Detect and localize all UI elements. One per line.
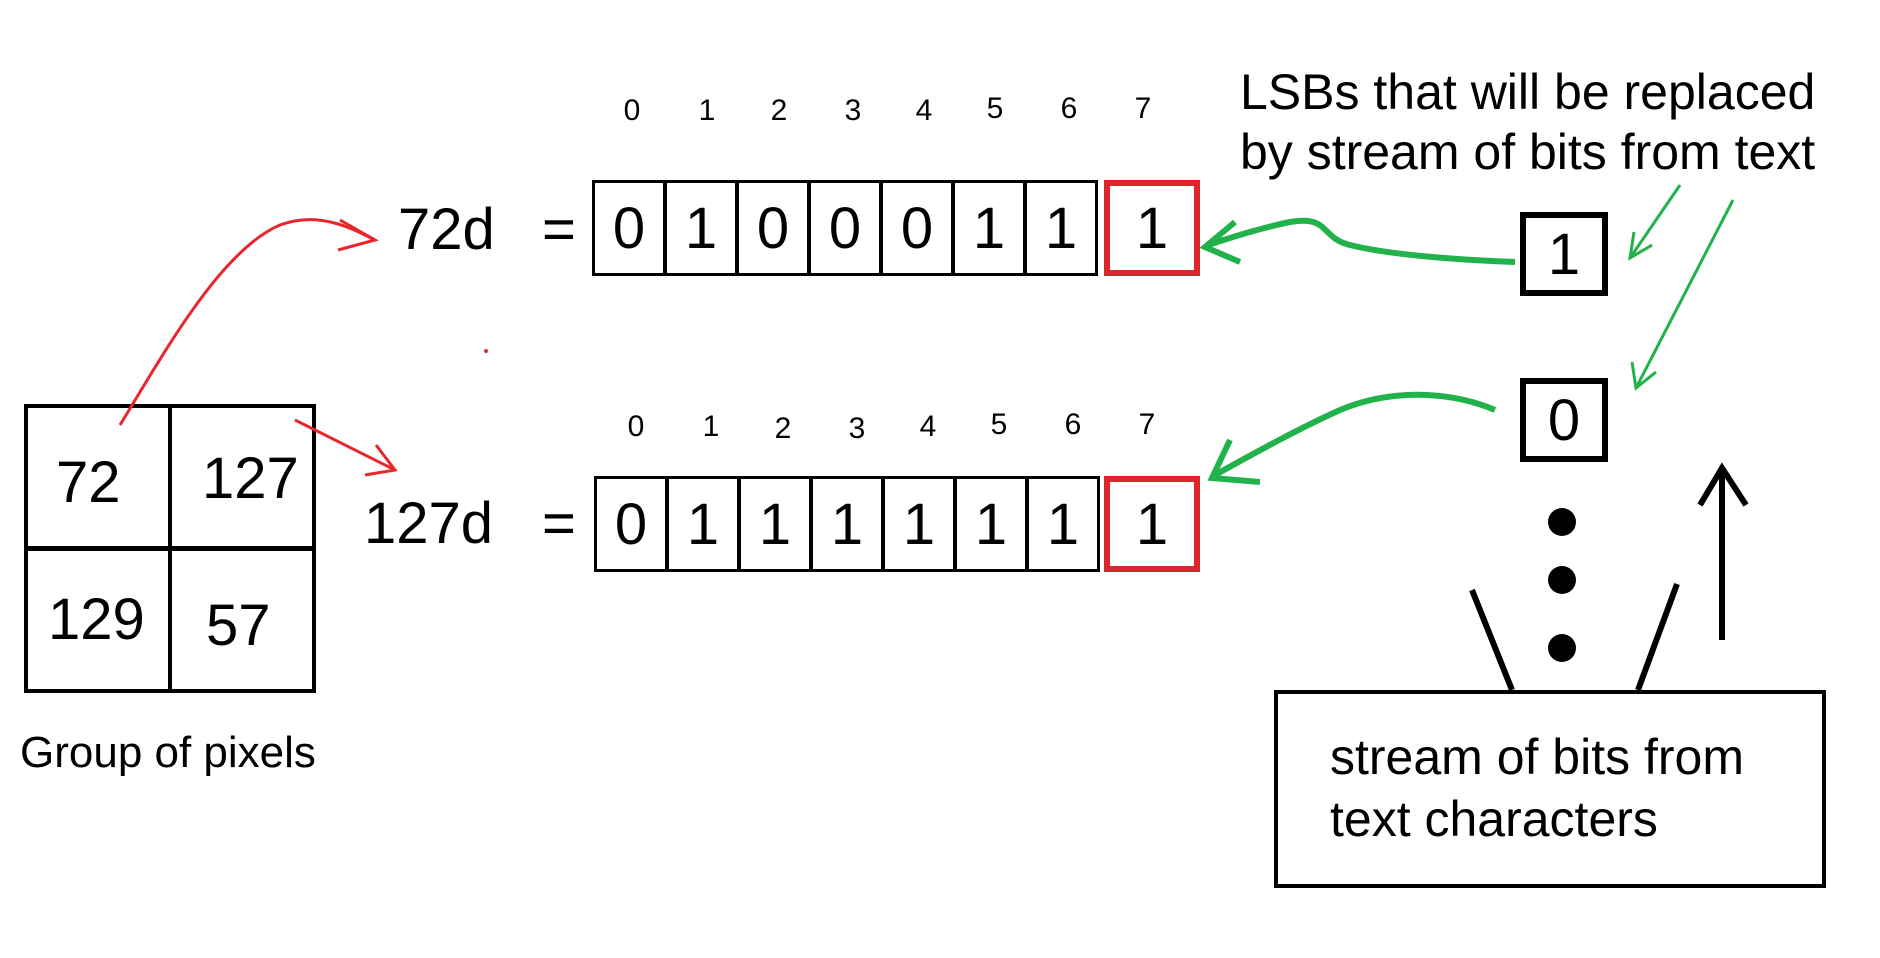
bit-index: 5 [986, 92, 1004, 125]
bit-index: 3 [844, 94, 862, 127]
pixel-value: 57 [206, 593, 271, 658]
stream-source-box: stream of bits from text characters [1274, 690, 1826, 888]
row-label-127d: 127d [364, 491, 494, 556]
bit0-to-lsb-arrow [1213, 391, 1497, 478]
bit-index: 3 [848, 412, 866, 445]
note-to-bit1-arrow [1628, 184, 1682, 259]
bit-cell: 0 [736, 180, 810, 276]
row-label-72d: 72d [398, 197, 495, 262]
bit1-to-lsb-arrow [1207, 217, 1516, 265]
bit-index: 5 [990, 408, 1008, 441]
bit-index: 4 [919, 410, 937, 443]
pixel-to-row1-arrow [118, 218, 376, 426]
lsb-bit-cell: 1 [1104, 476, 1200, 572]
bit-index: 2 [770, 94, 788, 127]
arrowhead [1697, 462, 1749, 507]
bit-index: 1 [702, 410, 720, 443]
equals-sign: = [542, 491, 576, 556]
bit-index: 0 [623, 94, 641, 127]
ellipsis-dot [1548, 566, 1576, 594]
pixel-value: 127 [202, 446, 299, 511]
bit-index: 6 [1060, 92, 1078, 125]
lsb-note-line: LSBs that will be replaced [1240, 64, 1816, 120]
ellipsis-dot [1548, 508, 1576, 536]
bit-cell: 0 [808, 180, 882, 276]
bit-index: 7 [1138, 408, 1156, 441]
ellipsis-dot [1548, 634, 1576, 662]
pixel-cell: 129 [24, 547, 172, 693]
arrowhead [337, 218, 379, 252]
lsb-note-line: by stream of bits from text [1240, 124, 1816, 180]
bit-index: 4 [915, 94, 933, 127]
bit-index: 6 [1064, 408, 1082, 441]
stream-source-line: stream of bits from [1330, 729, 1744, 785]
bit-cell: 1 [1026, 476, 1100, 572]
bit-index: 2 [774, 412, 792, 445]
stream-source-line: text characters [1330, 791, 1658, 847]
bit-cell: 0 [594, 476, 668, 572]
arrowhead [1630, 361, 1657, 391]
bit-cell: 1 [1024, 180, 1098, 276]
stray-dot [484, 349, 488, 353]
pixel-cell: 57 [168, 547, 316, 693]
stream-source-text: stream of bits from text characters [1330, 726, 1744, 850]
lsb-note: LSBs that will be replaced by stream of … [1240, 62, 1815, 182]
bit-index: 7 [1134, 92, 1152, 125]
note-to-bit0-arrow [1634, 199, 1735, 389]
stream-bit-box: 0 [1520, 378, 1608, 462]
bit-index: 0 [627, 410, 645, 443]
funnel-line-right [1635, 582, 1680, 692]
bit-index: 1 [698, 94, 716, 127]
arrowhead [1628, 231, 1653, 261]
arrowhead [1199, 219, 1242, 265]
arrowhead [364, 444, 398, 477]
lsb-bit-cell: 1 [1104, 180, 1200, 276]
bit-row-127d: 0 1 1 1 1 1 1 1 [594, 476, 1204, 572]
arrowhead [1207, 438, 1261, 485]
bit-cell: 1 [882, 476, 956, 572]
pixel-value: 72 [56, 450, 121, 515]
bit-row-72d: 0 1 0 0 0 1 1 1 [592, 180, 1202, 276]
pixel-to-row2-arrow [294, 418, 396, 472]
pixel-value: 129 [48, 587, 145, 652]
pixel-group-caption: Group of pixels [20, 728, 316, 777]
funnel-line-left [1469, 588, 1515, 692]
pixel-group-grid: 72 127 129 57 [24, 404, 320, 697]
equals-sign: = [542, 197, 576, 262]
stream-bit-box: 1 [1520, 212, 1608, 296]
